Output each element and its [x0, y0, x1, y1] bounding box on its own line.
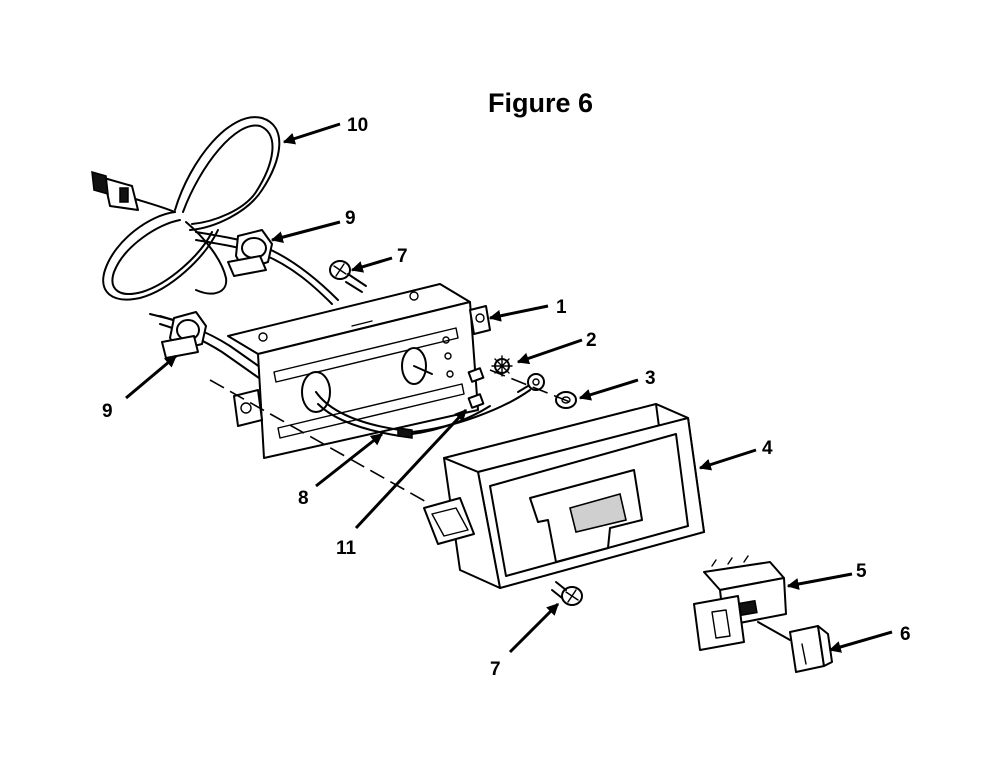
callout-5: 5 [856, 561, 867, 582]
wire-harness [315, 367, 531, 439]
star-washer [491, 355, 513, 377]
callout-7-top: 7 [397, 246, 408, 267]
callout-2: 2 [586, 330, 597, 351]
switch-box [423, 403, 705, 589]
callout-3: 3 [645, 368, 656, 389]
screw-bottom [551, 581, 583, 606]
callout-6: 6 [900, 624, 911, 645]
ring-terminal [517, 373, 545, 393]
switch-key [757, 621, 833, 673]
rocker-switch [693, 555, 787, 651]
callout-1: 1 [556, 297, 567, 318]
mounting-bracket [227, 283, 491, 459]
leader-arrows [125, 122, 893, 654]
cord-clamp-left [149, 311, 207, 359]
screw-top [329, 260, 367, 293]
figure-title: Figure 6 [488, 88, 593, 118]
callout-4: 4 [762, 438, 773, 459]
alignment-line-right [489, 369, 571, 403]
cord-clamp-top [227, 229, 273, 277]
alignment-line-left [209, 379, 431, 505]
callout-8: 8 [298, 488, 309, 509]
callout-7-bottom: 7 [490, 659, 501, 680]
callout-10: 10 [347, 115, 368, 136]
callout-11: 11 [336, 538, 357, 559]
callout-9-top: 9 [345, 208, 356, 229]
callout-9-left: 9 [102, 401, 113, 422]
